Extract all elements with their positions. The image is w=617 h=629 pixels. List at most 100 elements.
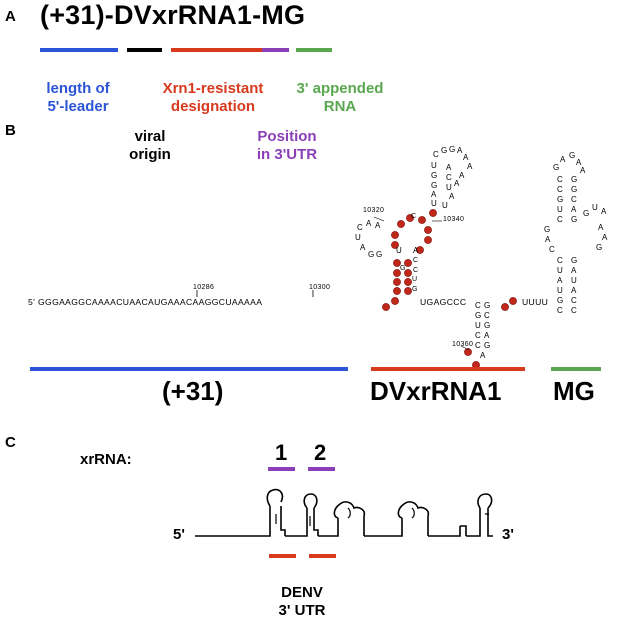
svg-text:C: C <box>571 195 577 204</box>
svg-text:G: G <box>583 209 589 218</box>
svg-text:U: U <box>431 199 437 208</box>
svg-text:U: U <box>557 266 563 275</box>
svg-text:A: A <box>366 219 372 228</box>
svg-text:C: C <box>549 245 555 254</box>
svg-text:A: A <box>480 351 486 360</box>
five-prime-label-b: 5' <box>28 297 36 307</box>
svg-text:A: A <box>446 163 452 172</box>
svg-text:G: G <box>557 296 563 305</box>
position-10286: 10286 <box>193 284 215 291</box>
svg-text:A: A <box>459 171 465 180</box>
utr-schematic <box>195 488 493 537</box>
svg-text:G: G <box>431 181 437 190</box>
position-10300: 10300 <box>309 284 331 291</box>
viral-origin-bar <box>127 48 162 52</box>
panel-b-letter: B <box>5 122 16 139</box>
xrna1-red-bar <box>269 554 296 558</box>
linear-sequence: GGGAAGGCAAAACUAACAUGAAACAAGGCUAAAAA <box>38 297 263 307</box>
svg-text:A: A <box>571 286 577 295</box>
svg-text:G: G <box>412 286 417 293</box>
svg-text:A: A <box>560 155 566 164</box>
caption-line1: DENV <box>281 584 323 601</box>
svg-text:G: G <box>557 195 563 204</box>
svg-text:U: U <box>475 321 481 330</box>
xrn-label-line2: designation <box>170 98 256 115</box>
leader-label-line2: 5'-leader <box>47 98 109 115</box>
xrn1-protected-bases <box>382 209 517 369</box>
svg-text:C: C <box>357 223 363 232</box>
svg-text:G: G <box>449 145 455 154</box>
xrna-label: xrRNA: <box>80 451 132 468</box>
five-prime-label-c: 5' <box>173 526 185 543</box>
svg-text:C: C <box>475 341 481 350</box>
svg-text:C: C <box>475 301 481 310</box>
svg-text:G: G <box>376 250 382 259</box>
mg-segment-label: MG <box>553 376 595 406</box>
svg-text:C: C <box>557 175 563 184</box>
utr-backbone <box>195 488 493 537</box>
svg-text:G: G <box>431 171 437 180</box>
leader-label-line1: length of <box>46 80 110 97</box>
svg-text:A: A <box>360 243 366 252</box>
svg-text:C: C <box>413 257 418 264</box>
leader-label: length of 5'-leader <box>20 80 136 116</box>
svg-text:G: G <box>596 243 602 252</box>
svg-text:C: C <box>413 267 418 274</box>
viral-origin-label: viral origin <box>110 128 190 164</box>
construct-title: (+31)-DVxrRNA1-MG <box>40 0 306 30</box>
svg-text:A: A <box>463 153 469 162</box>
svg-text:U: U <box>571 276 577 285</box>
three-prime-label-c: 3' <box>502 526 514 543</box>
svg-text:A: A <box>375 221 381 230</box>
svg-text:G: G <box>441 146 447 155</box>
svg-text:A: A <box>576 158 582 167</box>
xrna-number-1: 1 <box>275 440 288 465</box>
leader-bar <box>40 48 118 52</box>
position-10340: 10340 <box>443 216 465 223</box>
tail-sequence: UUUU <box>522 297 549 307</box>
svg-text:A: A <box>580 166 586 175</box>
svg-text:A: A <box>454 179 460 188</box>
position-label: Position in 3'UTR <box>232 128 342 164</box>
svg-text:A: A <box>449 192 455 201</box>
svg-text:U: U <box>446 183 452 192</box>
pos-label-line1: Position <box>257 128 317 145</box>
svg-text:U: U <box>592 203 598 212</box>
app-label-line2: RNA <box>323 98 357 115</box>
position-bar <box>262 48 289 52</box>
svg-text:C: C <box>557 185 563 194</box>
svg-text:U: U <box>557 286 563 295</box>
position-10360: 10360 <box>452 341 474 348</box>
svg-text:C: C <box>484 311 490 320</box>
app-label-line1: 3' appended <box>296 80 384 97</box>
svg-text:U: U <box>396 246 402 255</box>
svg-text:U: U <box>442 201 448 210</box>
svg-text:A: A <box>602 233 608 242</box>
panel-c-letter: C <box>5 434 16 451</box>
xrna2-red-bar <box>309 554 336 558</box>
svg-text:C: C <box>571 306 577 315</box>
svg-text:G: G <box>484 321 490 330</box>
svg-text:G: G <box>571 175 577 184</box>
svg-text:U: U <box>355 233 361 242</box>
leader-segment-bar <box>30 367 348 371</box>
middle-sequence: UGAGCCC <box>420 297 467 307</box>
svg-text:G: G <box>484 301 490 310</box>
svg-text:C: C <box>433 150 439 159</box>
svg-text:U: U <box>431 161 437 170</box>
svg-text:A: A <box>467 162 473 171</box>
caption-line2: 3' UTR <box>278 602 326 619</box>
leader-segment-label: (+31) <box>162 376 224 406</box>
xrna1-position-bar <box>268 467 295 471</box>
svg-text:A: A <box>484 331 490 340</box>
xrna-segment-bar <box>371 367 525 371</box>
pos-label-line2: in 3'UTR <box>256 146 318 163</box>
xrn1-bar <box>171 48 262 52</box>
appended-bar <box>296 48 332 52</box>
svg-text:A: A <box>457 146 463 155</box>
svg-text:A: A <box>571 266 577 275</box>
svg-text:G: G <box>368 250 374 259</box>
svg-text:A: A <box>571 205 577 214</box>
